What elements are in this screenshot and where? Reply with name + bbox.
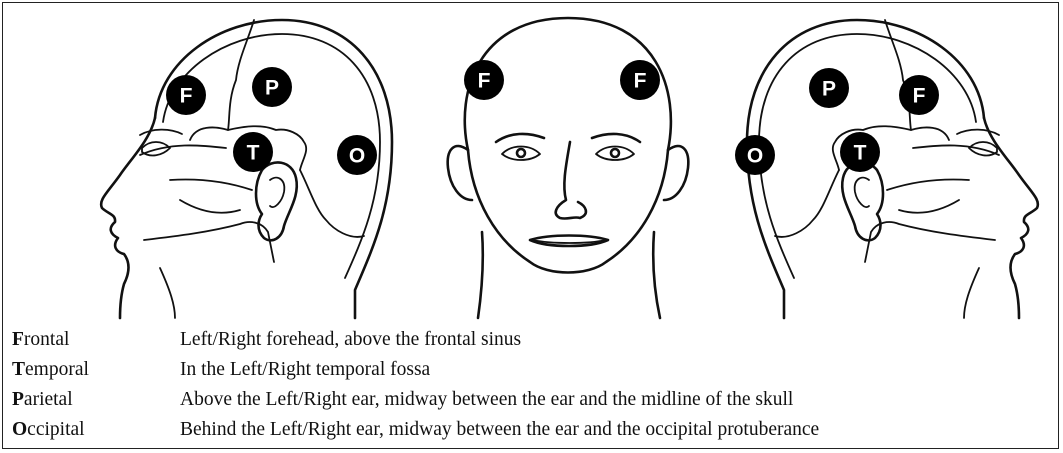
legend-term: Occipital (12, 419, 180, 441)
legend-row-occipital: Occipital Behind the Left/Right ear, mid… (12, 415, 819, 445)
marker-right-frontal: F (899, 75, 939, 115)
legend-row-frontal: Frontal Left/Right forehead, above the f… (12, 325, 819, 355)
marker-front-frontal-left: F (464, 60, 504, 100)
legend: Frontal Left/Right forehead, above the f… (12, 325, 819, 445)
legend-term-rest: arietal (24, 389, 73, 410)
legend-term-initial: O (12, 419, 27, 440)
marker-left-parietal-label: P (265, 77, 279, 100)
marker-front-frontal-right: F (620, 60, 660, 100)
legend-term: Frontal (12, 329, 180, 351)
marker-right-parietal-label: P (822, 78, 836, 101)
left-profile-lambdoid-suture (300, 170, 364, 237)
marker-left-occipital-label: O (349, 145, 365, 168)
legend-description: Left/Right forehead, above the frontal s… (180, 329, 521, 351)
left-profile-ear-inner (270, 178, 284, 207)
left-profile-jaw (144, 222, 274, 262)
left-profile-neck-front (160, 268, 175, 318)
front-face-lip-line (532, 240, 606, 243)
left-profile-brow (140, 130, 182, 135)
marker-left-temporal: T (233, 132, 273, 172)
left-profile-markers: F P T O (166, 67, 377, 175)
marker-left-frontal-label: F (180, 85, 193, 108)
marker-left-frontal: F (166, 75, 206, 115)
marker-left-occipital: O (337, 135, 377, 175)
left-profile-face (101, 118, 155, 318)
marker-right-temporal-label: T (854, 142, 867, 165)
marker-right-occipital: O (735, 135, 775, 175)
front-face-pupil-left (517, 149, 525, 157)
marker-left-temporal-label: T (247, 142, 260, 165)
legend-term-initial: P (12, 389, 24, 410)
front-face-markers: F F (464, 60, 660, 100)
marker-front-frontal-right-label: F (634, 70, 647, 93)
legend-term-rest: ccipital (27, 419, 84, 440)
front-face-nose (556, 142, 586, 219)
legend-term-rest: emporal (25, 359, 89, 380)
left-profile-zygomatic (170, 179, 252, 190)
legend-description: In the Left/Right temporal fossa (180, 359, 430, 381)
right-profile-head (747, 20, 1038, 318)
marker-front-frontal-left-label: F (478, 70, 491, 93)
marker-right-temporal: T (840, 132, 880, 172)
left-profile-coronal-suture (228, 20, 254, 130)
legend-term-initial: T (12, 359, 25, 380)
legend-term: Temporal (12, 359, 180, 381)
front-face-neck-left (478, 232, 483, 318)
left-profile-cheekbone (140, 145, 226, 155)
marker-right-parietal: P (809, 68, 849, 108)
legend-term-initial: F (12, 329, 24, 350)
head-illustrations: F P T O F F P F (0, 0, 1063, 320)
legend-description: Above the Left/Right ear, midway between… (180, 389, 793, 411)
legend-term: Parietal (12, 389, 180, 411)
front-face-neck-right (653, 232, 660, 318)
legend-description: Behind the Left/Right ear, midway betwee… (180, 419, 819, 441)
left-profile-ear (256, 162, 297, 240)
front-face-brow-left (496, 134, 544, 142)
front-face-brow-right (592, 134, 640, 142)
marker-right-frontal-label: F (913, 85, 926, 108)
legend-term-rest: rontal (24, 329, 69, 350)
front-face-pupil-right (611, 149, 619, 157)
legend-row-parietal: Parietal Above the Left/Right ear, midwa… (12, 385, 819, 415)
marker-left-parietal: P (252, 67, 292, 107)
marker-right-occipital-label: O (747, 145, 763, 168)
right-profile-markers: P F T O (735, 68, 939, 175)
left-profile-mandible (180, 200, 240, 213)
legend-row-temporal: Temporal In the Left/Right temporal foss… (12, 355, 819, 385)
